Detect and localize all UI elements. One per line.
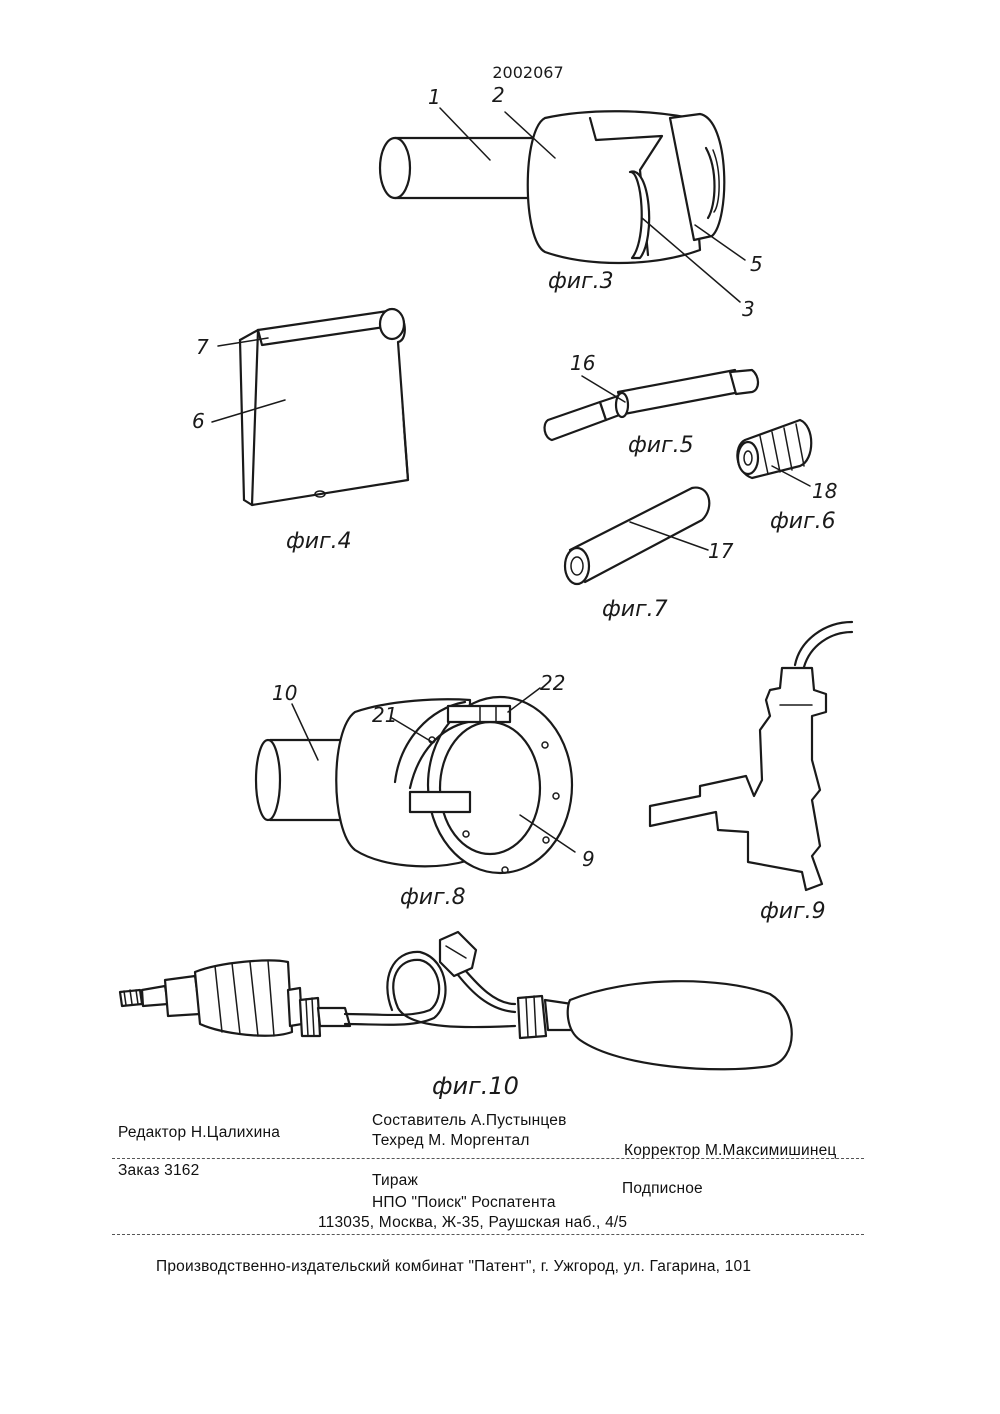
figure-4: 7 6 фиг.4	[192, 309, 408, 554]
compiler-line: Составитель А.Пустынцев	[372, 1112, 567, 1130]
fig5-caption: фиг.5	[628, 433, 694, 458]
editor-line: Редактор Н.Цалихина	[118, 1124, 280, 1142]
fig3-label-1: 1	[428, 85, 441, 109]
printer-line: Производственно-издательский комбинат "П…	[156, 1258, 751, 1276]
subscription: Подписное	[622, 1180, 703, 1198]
figure-7: 17 фиг.7	[565, 488, 734, 622]
fig3-label-5: 5	[750, 252, 763, 276]
fig4-label-7: 7	[196, 335, 209, 359]
fig4-label-6: 6	[192, 409, 205, 433]
fig6-label-18: 18	[812, 479, 837, 503]
fig7-caption: фиг.7	[602, 597, 668, 622]
techred-line: Техред М. Моргентал	[372, 1132, 530, 1150]
figure-3: 1 2 5 3 фиг.3	[380, 83, 763, 321]
fig4-caption: фиг.4	[286, 529, 352, 554]
fig8-label-10: 10	[272, 681, 297, 705]
publisher-org: НПО "Поиск" Роспатента	[372, 1194, 556, 1212]
order-number: Заказ 3162	[118, 1162, 199, 1180]
fig7-label-17: 17	[708, 539, 734, 563]
figure-8: 10 21 22 9 фиг.8	[256, 671, 595, 910]
fig5-label-16: 16	[570, 351, 595, 375]
fig8-label-9: 9	[582, 847, 595, 871]
figure-10: фиг.10	[120, 932, 792, 1100]
fig6-caption: фиг.6	[770, 509, 836, 534]
figure-5: 16 фиг.5	[545, 351, 758, 458]
figure-9: фиг.9	[650, 622, 852, 924]
fig8-label-22: 22	[540, 671, 565, 695]
fig8-label-21: 21	[372, 703, 397, 727]
fig8-caption: фиг.8	[400, 885, 466, 910]
fig9-caption: фиг.9	[760, 899, 826, 924]
fig3-label-3: 3	[742, 297, 755, 321]
fig10-caption: фиг.10	[432, 1072, 519, 1100]
fig3-label-2: 2	[492, 83, 505, 107]
circulation: Тираж	[372, 1172, 418, 1190]
divider	[112, 1234, 864, 1235]
fig3-caption: фиг.3	[548, 269, 614, 294]
patent-number: 2002067	[492, 63, 563, 82]
divider	[112, 1158, 864, 1159]
publisher-address: 113035, Москва, Ж-35, Раушская наб., 4/5	[318, 1214, 627, 1232]
figure-6: 18 фиг.6	[737, 420, 837, 534]
